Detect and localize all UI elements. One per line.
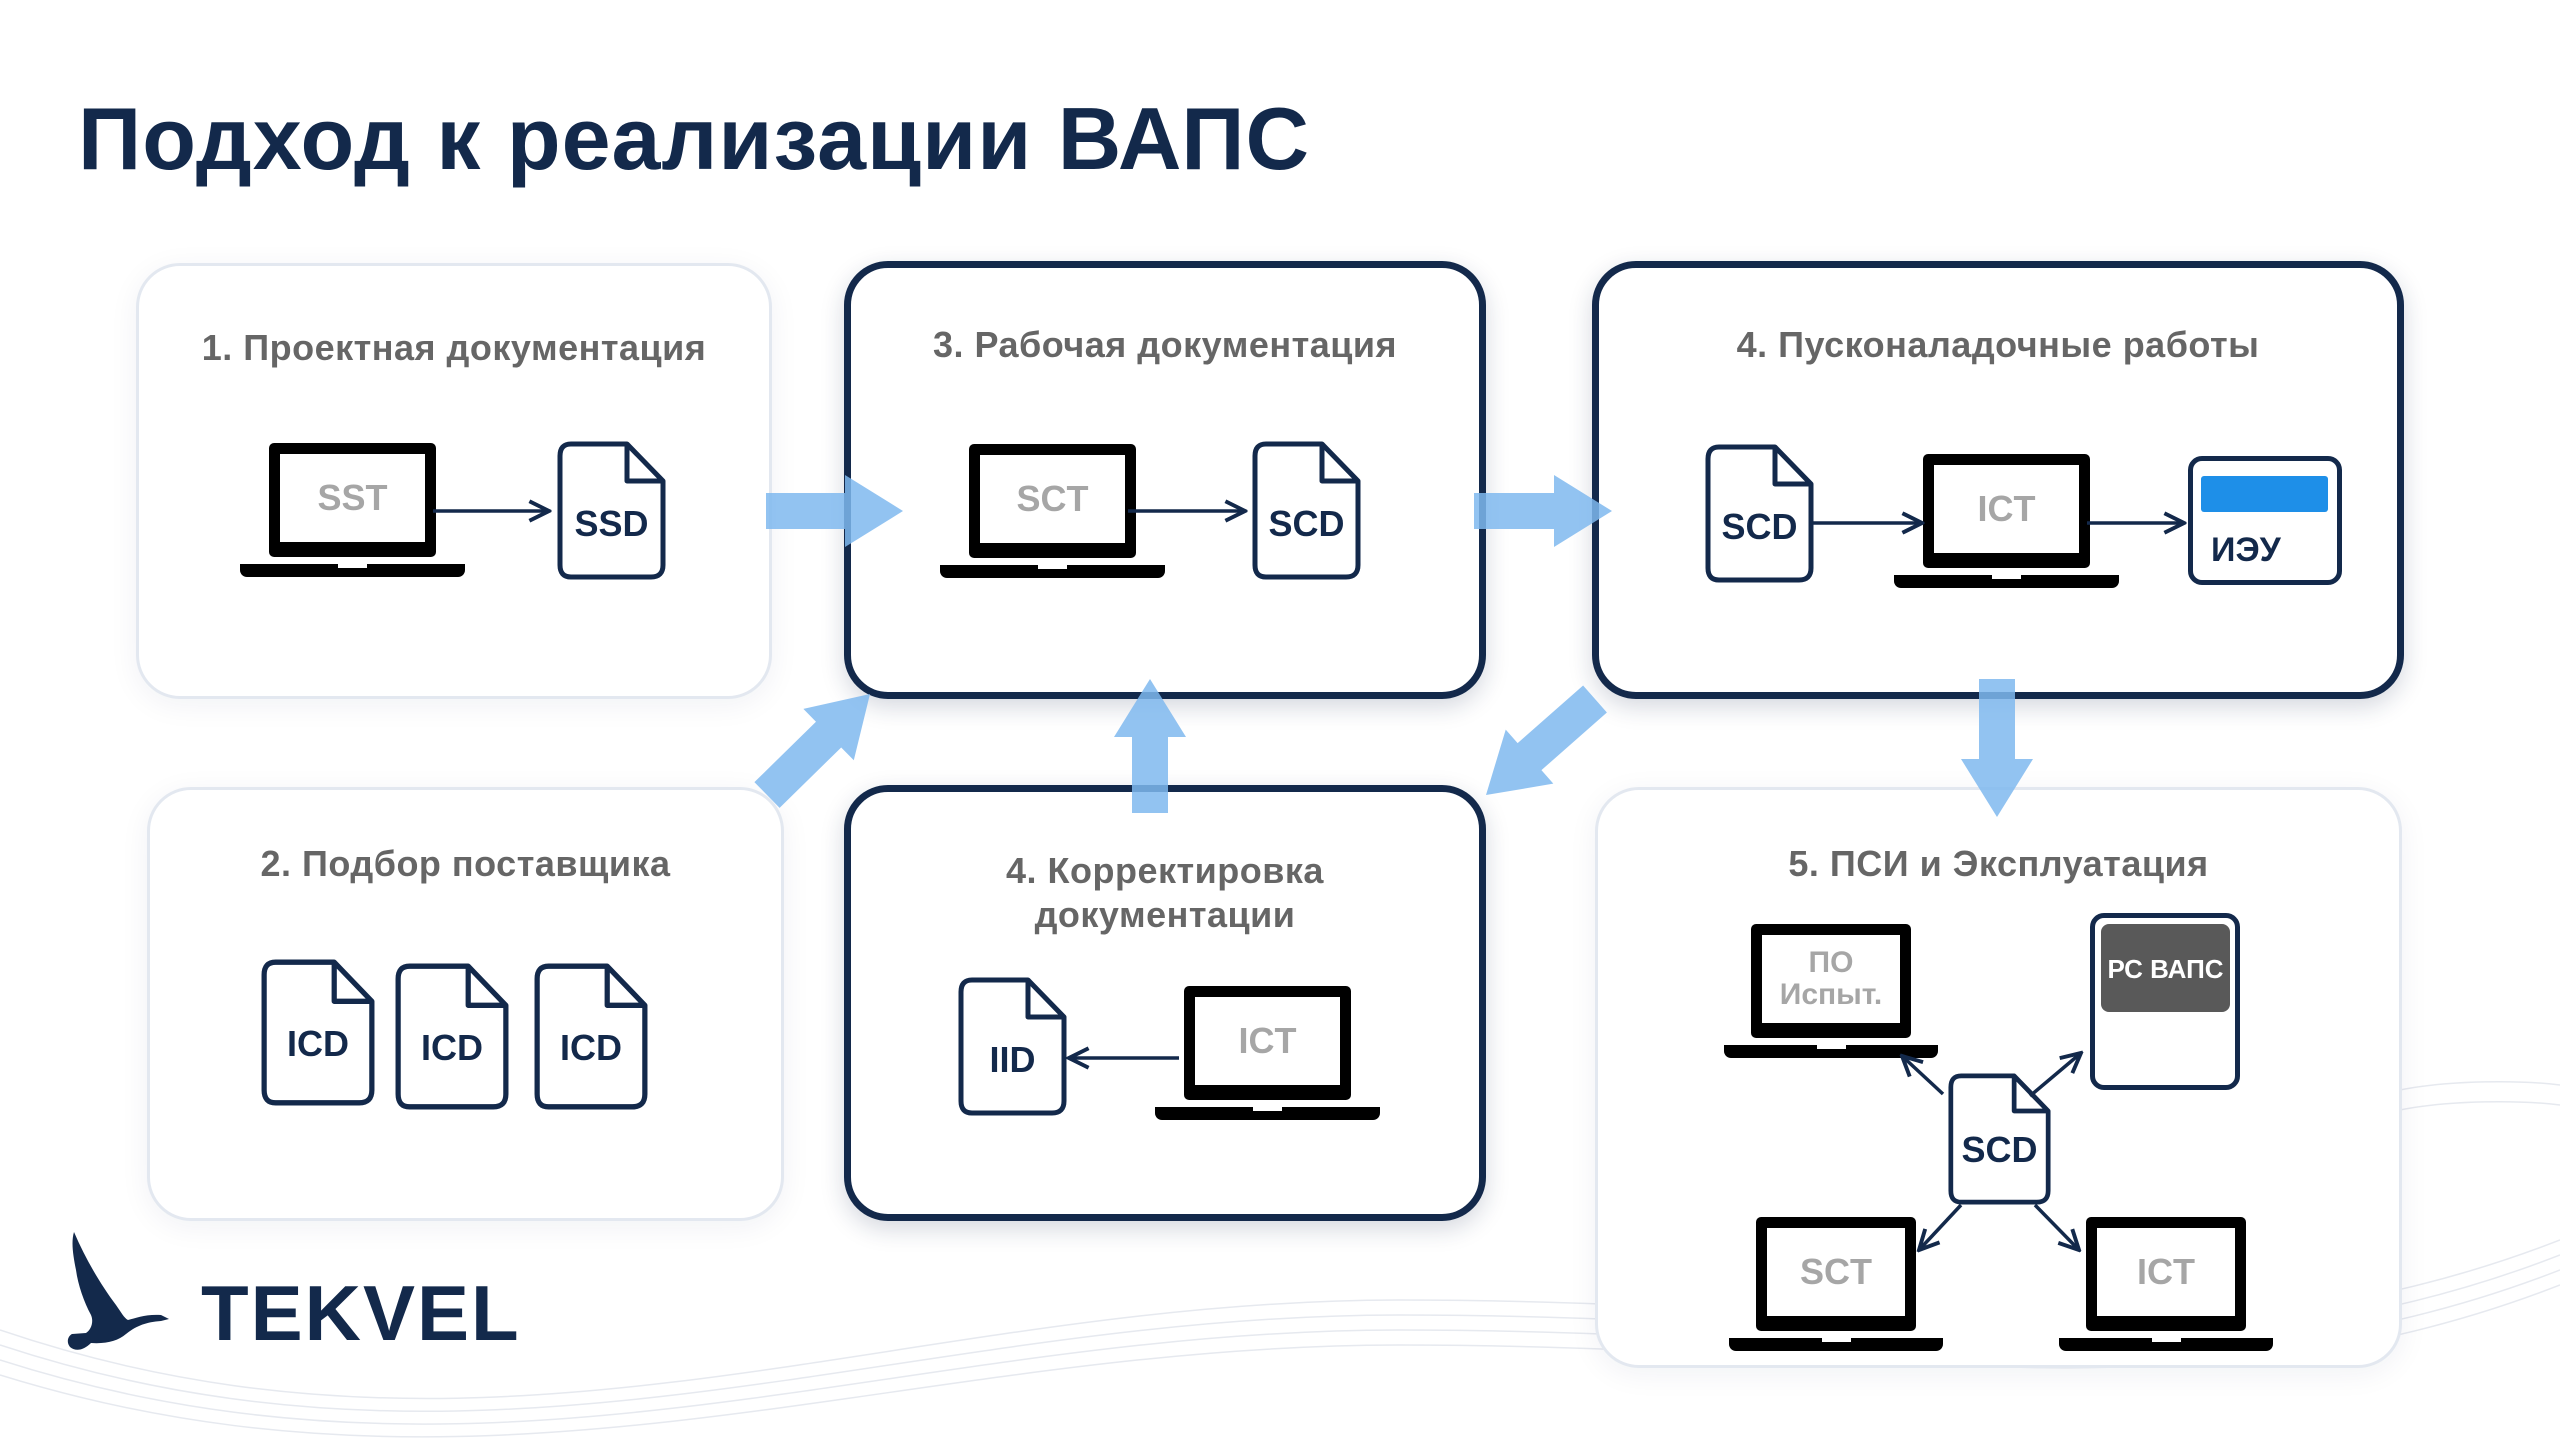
tekvel-logo-text: TEKVEL xyxy=(201,1269,521,1357)
document-icon: ICD xyxy=(261,959,375,1106)
rs-vaps-device-icon: РС ВАПС xyxy=(2090,913,2240,1090)
stage-3-title: 3. Рабочая документация xyxy=(932,324,1398,365)
laptop-icon: ПО Испыт. xyxy=(1724,924,1938,1059)
document-label: SSD xyxy=(574,503,649,544)
laptop-label: ICT xyxy=(2086,1217,2246,1331)
document-label: ICD xyxy=(421,1027,483,1068)
document-label: ICD xyxy=(287,1023,349,1064)
document-label: SCD xyxy=(1961,1129,2038,1170)
stage-1-box: 1. Проектная документация xyxy=(136,263,772,699)
laptop-label-line2: Испыт. xyxy=(1779,978,1883,1011)
document-label: SCD xyxy=(1721,506,1798,547)
laptop-label: ICT xyxy=(1923,454,2090,568)
laptop-label-line1: ПО xyxy=(1808,946,1854,979)
laptop-icon: SCT xyxy=(1729,1217,1943,1352)
stage-1-title: 1. Проектная документация xyxy=(201,327,707,368)
document-label: ICD xyxy=(560,1027,622,1068)
device-label: РС ВАПС xyxy=(2107,954,2224,984)
laptop-label: SCT xyxy=(969,444,1136,558)
laptop-icon: ICT xyxy=(1155,986,1380,1121)
document-icon: SCD xyxy=(1705,444,1814,583)
device-display-bar xyxy=(2201,476,2328,512)
device-display xyxy=(2101,924,2230,1012)
document-icon: SSD xyxy=(557,441,666,580)
tekvel-bird-logo-icon xyxy=(67,1232,169,1350)
stage-4-title: 4. Пусконаладочные работы xyxy=(1736,324,2260,365)
stage-4-correction-title-line1: 4. Корректировка xyxy=(1006,850,1324,891)
device-label: ИЭУ xyxy=(2211,531,2281,569)
document-label: IID xyxy=(989,1039,1036,1080)
stage-4-correction-box: 4. Корректировка документации xyxy=(844,785,1486,1221)
document-icon: SCD xyxy=(1252,441,1361,580)
laptop-icon: SCT xyxy=(940,444,1165,579)
document-label: SCD xyxy=(1268,503,1345,544)
document-icon: ICD xyxy=(534,963,648,1110)
laptop-label: SST xyxy=(269,443,436,557)
laptop-screen: ПО Испыт. xyxy=(1751,924,1911,1038)
stage-4-correction-title-line2: документации xyxy=(1034,894,1296,935)
document-icon: IID xyxy=(958,977,1067,1116)
laptop-icon: ICT xyxy=(2059,1217,2273,1352)
laptop-icon: SST xyxy=(240,443,465,578)
document-icon: ICD xyxy=(395,963,509,1110)
ieu-device-icon: ИЭУ xyxy=(2188,456,2342,585)
document-icon: SCD xyxy=(1948,1073,2051,1205)
page-title: Подход к реализации ВАПС xyxy=(78,89,1311,188)
stage-5-title: 5. ПСИ и Эксплуатация xyxy=(1788,843,2209,884)
stage-2-title: 2. Подбор поставщика xyxy=(260,843,671,884)
laptop-icon: ICT xyxy=(1894,454,2119,589)
laptop-label: ICT xyxy=(1184,986,1351,1100)
laptop-label: SCT xyxy=(1756,1217,1916,1331)
